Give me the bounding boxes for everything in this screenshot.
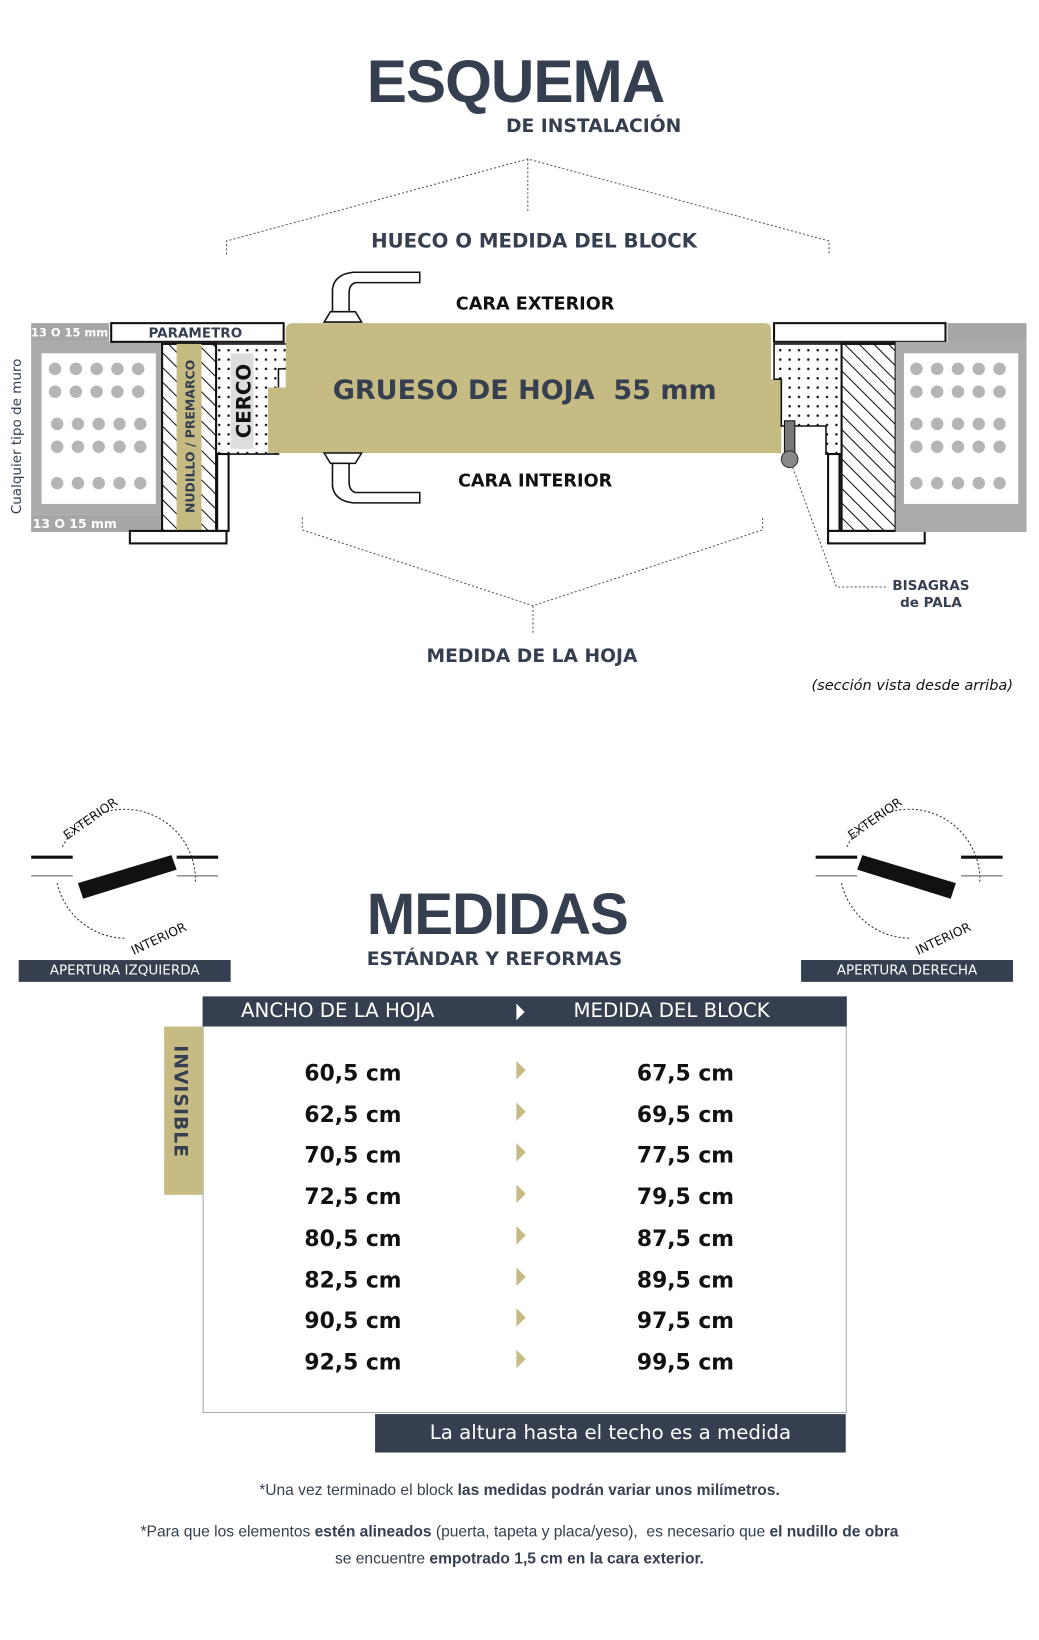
apertura-derecha-diagram: EXTERIOR INTERIOR — [815, 794, 1003, 958]
ancho-cell: 80,5 cm — [304, 1225, 402, 1251]
parametro-box — [110, 322, 285, 343]
arrow-icon — [516, 1349, 526, 1369]
block-cell: 89,5 cm — [636, 1267, 735, 1292]
muro-label: Cualquier tipo de muro — [9, 359, 25, 515]
ancho-cell: 72,5 cm — [304, 1184, 402, 1210]
hueco-label: HUECO O MEDIDA DEL BLOCK — [371, 229, 698, 252]
bisagras-label: BISAGRAS — [892, 578, 969, 594]
table-row: 70,5 cm 77,5 cm — [204, 1143, 848, 1185]
table-footer: La altura hasta el techo es a medida — [375, 1414, 846, 1453]
arrow-icon — [516, 1143, 526, 1163]
ancho-cell: 70,5 cm — [304, 1143, 402, 1169]
table-row: 92,5 cm 99,5 cm — [204, 1349, 848, 1392]
block-cell: 77,5 cm — [636, 1143, 735, 1169]
col-ancho-header: ANCHO DE LA HOJA — [241, 999, 435, 1023]
header-arrow-icon — [516, 1003, 525, 1021]
ancho-cell: 82,5 cm — [304, 1267, 402, 1292]
table-header: ANCHO DE LA HOJA MEDIDA DEL BLOCK — [202, 996, 847, 1027]
medidas-title: MEDIDAS — [366, 881, 629, 947]
table-row: 62,5 cm 69,5 cm — [204, 1102, 848, 1144]
note-2: *Para que los elementos estén alineados … — [140, 1523, 899, 1541]
table-row: 82,5 cm 89,5 cm — [204, 1267, 848, 1309]
medida-hoja-label: MEDIDA DE LA HOJA — [427, 646, 638, 667]
cerco-label: CERCO — [232, 364, 255, 438]
hoja-bracket — [301, 517, 764, 607]
exterior-label: EXTERIOR — [845, 794, 905, 842]
table-row: 60,5 cm 67,5 cm — [204, 1060, 848, 1103]
arrow-icon — [516, 1184, 526, 1204]
page-subtitle: DE INSTALACIÓN — [505, 115, 682, 138]
block-cell: 97,5 cm — [636, 1308, 735, 1334]
door-leaf — [268, 323, 782, 454]
mm-top-label: 13 O 15 mm — [31, 326, 108, 340]
installation-diagram: 13 O 15 mm 13 O 15 mm PARAMETRO Cualquie… — [9, 158, 1027, 694]
mm-bottom-label: 13 O 15 mm — [33, 516, 117, 531]
ancho-cell: 62,5 cm — [304, 1102, 402, 1127]
brick-holes-left — [48, 362, 147, 490]
nudillo-label: NUDILLO / PREMARCO — [182, 360, 197, 513]
door-leaf-icon — [77, 855, 177, 899]
block-cell: 99,5 cm — [636, 1349, 735, 1375]
ancho-cell: 92,5 cm — [304, 1349, 402, 1375]
block-cell: 87,5 cm — [636, 1225, 735, 1251]
table-row: 72,5 cm 79,5 cm — [204, 1184, 848, 1227]
arrow-icon — [516, 1308, 526, 1327]
handle-exterior — [322, 271, 421, 323]
arrow-icon — [516, 1102, 526, 1121]
page-title: ESQUEMA — [366, 47, 665, 116]
block-cell: 69,5 cm — [636, 1102, 735, 1127]
invisible-tag: INVISIBLE — [164, 1026, 203, 1195]
de-pala-label: de PALA — [900, 595, 962, 611]
arrow-icon — [516, 1267, 526, 1286]
arrow-icon — [516, 1060, 526, 1080]
sizes-table: ANCHO DE LA HOJA MEDIDA DEL BLOCK 60,5 c… — [202, 996, 848, 1414]
parametro-label: PARAMETRO — [148, 326, 242, 342]
door-leaf-icon — [857, 855, 956, 899]
apertura-izquierda-diagram: EXTERIOR INTERIOR — [31, 794, 219, 958]
ancho-cell: 60,5 cm — [304, 1060, 402, 1086]
block-cell: 79,5 cm — [636, 1184, 735, 1210]
arrow-icon — [516, 1225, 526, 1245]
cara-interior-label: CARA INTERIOR — [458, 471, 613, 491]
interior-label: INTERIOR — [913, 919, 973, 958]
apertura-derecha-label: APERTURA DERECHA — [801, 960, 1014, 982]
block-cell: 67,5 cm — [636, 1060, 735, 1086]
apertura-izquierda-label: APERTURA IZQUIERDA — [18, 960, 231, 982]
note-3: se encuentre empotrado 1,5 cm en la cara… — [334, 1550, 705, 1568]
section-note: (sección vista desde arriba) — [811, 678, 1013, 694]
note-1: *Una vez terminado el block las medidas … — [259, 1481, 780, 1500]
handle-interior — [322, 452, 421, 504]
interior-label: INTERIOR — [129, 919, 189, 958]
cara-exterior-label: CARA EXTERIOR — [456, 295, 615, 315]
grueso-label: GRUESO DE HOJA 55 mm — [333, 375, 717, 406]
col-block-header: MEDIDA DEL BLOCK — [573, 999, 770, 1023]
medidas-subtitle: ESTÁNDAR Y REFORMAS — [366, 948, 623, 971]
table-row: 90,5 cm 97,5 cm — [204, 1308, 848, 1350]
invisible-label: INVISIBLE — [169, 1045, 192, 1159]
ancho-cell: 90,5 cm — [304, 1308, 402, 1334]
exterior-label: EXTERIOR — [60, 794, 120, 842]
table-row: 80,5 cm 87,5 cm — [204, 1225, 848, 1268]
mm-top-bar — [31, 323, 110, 342]
